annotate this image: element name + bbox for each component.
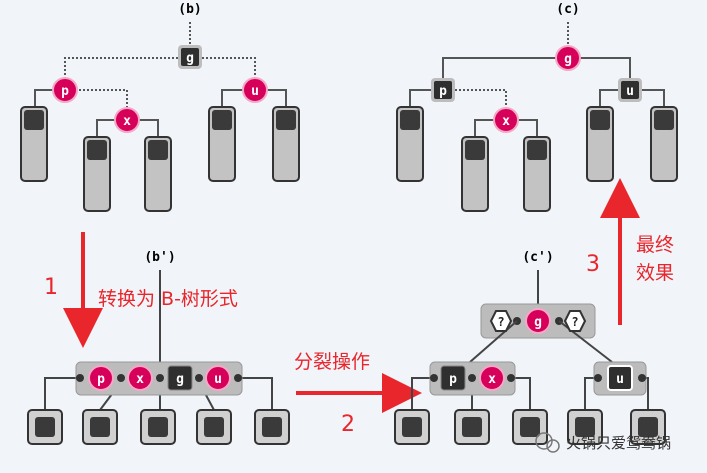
subtree-c-4: [586, 106, 614, 182]
leaf-cp-5: [630, 409, 666, 445]
subtree-c-2: [461, 136, 489, 212]
subtree-b-1: [20, 106, 48, 182]
leaf-bp-5: [254, 409, 290, 445]
subtree-c-3: [523, 136, 551, 212]
step-3-line1: 最终: [636, 234, 674, 256]
node-c-g: g: [555, 45, 581, 71]
subtree-b-4: [208, 106, 236, 182]
svg-text:u: u: [626, 84, 634, 99]
step-3-line2: 效果: [636, 262, 674, 284]
node-cp-q-right: ?: [563, 310, 587, 332]
subtree-c-5: [650, 106, 678, 182]
node-c-x: x: [493, 107, 519, 133]
step-1: 1 转换为 B-树形式: [44, 232, 238, 348]
subtree-b-3: [144, 136, 172, 212]
link-g-p: [64, 57, 178, 78]
subtree-b-5: [272, 106, 300, 182]
subtree-b-2: [83, 136, 111, 212]
watermark: 火锅只爱鸳鸯锅: [535, 432, 671, 453]
node-c-p: p: [431, 78, 455, 102]
panel-c-prime-title: (c'): [522, 250, 553, 265]
svg-text:p: p: [449, 372, 457, 387]
step-2-number: 2: [341, 412, 355, 437]
link-p-x: [75, 89, 128, 108]
svg-text:x: x: [502, 114, 510, 129]
node-c-u: u: [618, 78, 642, 102]
node-cp-p: p: [440, 365, 466, 391]
step-2-text: 分裂操作: [294, 351, 370, 373]
svg-text:u: u: [251, 84, 259, 99]
svg-text:u: u: [214, 372, 222, 387]
svg-text:g: g: [564, 52, 572, 67]
step-1-text: 转换为 B-树形式: [98, 288, 238, 310]
leaf-bp-1: [27, 409, 63, 445]
svg-text:u: u: [616, 372, 624, 387]
svg-text:p: p: [439, 84, 447, 99]
panel-b: (b): [20, 2, 300, 212]
leaf-cp-3: [512, 409, 548, 445]
svg-text:x: x: [123, 114, 131, 129]
node-b-u: u: [242, 77, 268, 103]
step-3: 3 最终 效果: [586, 178, 674, 325]
link-c-g-u: [580, 57, 631, 78]
subtree-c-1: [396, 106, 424, 182]
svg-text:g: g: [176, 372, 184, 387]
node-bp-u: u: [205, 365, 231, 391]
link-g-u: [202, 57, 256, 78]
panel-b-prime-title: (b'): [144, 250, 175, 265]
node-cp-u: u: [607, 365, 633, 391]
svg-text:?: ?: [497, 315, 504, 329]
step-2: 分裂操作 2: [294, 351, 422, 437]
svg-text:?: ?: [571, 315, 578, 329]
node-b-g: g: [178, 45, 202, 69]
panel-b-title: (b): [178, 2, 201, 17]
link-c-g-p: [442, 57, 556, 78]
node-bp-g: g: [167, 365, 193, 391]
svg-text:x: x: [136, 372, 144, 387]
leaf-cp-4: [567, 409, 603, 445]
svg-text:p: p: [61, 84, 69, 99]
node-cp-x: x: [479, 365, 505, 391]
svg-text:x: x: [488, 372, 496, 387]
svg-text:p: p: [97, 372, 105, 387]
leaf-bp-3: [140, 409, 176, 445]
leaf-bp-2: [82, 409, 118, 445]
link-p-leaf: [34, 89, 55, 112]
leaf-bp-4: [196, 409, 232, 445]
leaf-cp-1: [394, 409, 430, 445]
svg-text:g: g: [186, 51, 194, 66]
node-b-x: x: [114, 107, 140, 133]
node-bp-x: x: [127, 365, 153, 391]
panel-c-title: (c): [556, 2, 579, 17]
panel-c-prime: (c') ? g ? p: [394, 250, 666, 445]
step-1-number: 1: [44, 275, 58, 300]
node-cp-q-left: ?: [489, 310, 513, 332]
wechat-icon: [535, 432, 553, 450]
panel-c: (c): [396, 2, 678, 212]
svg-text:g: g: [534, 315, 542, 330]
leaf-cp-2: [454, 409, 490, 445]
step-3-number: 3: [586, 252, 600, 277]
node-b-p: p: [52, 77, 78, 103]
panel-b-prime: (b') p x g u: [27, 250, 290, 445]
node-cp-g: g: [525, 308, 551, 334]
node-bp-p: p: [88, 365, 114, 391]
watermark-text: 火锅只爱鸳鸯锅: [566, 434, 671, 452]
